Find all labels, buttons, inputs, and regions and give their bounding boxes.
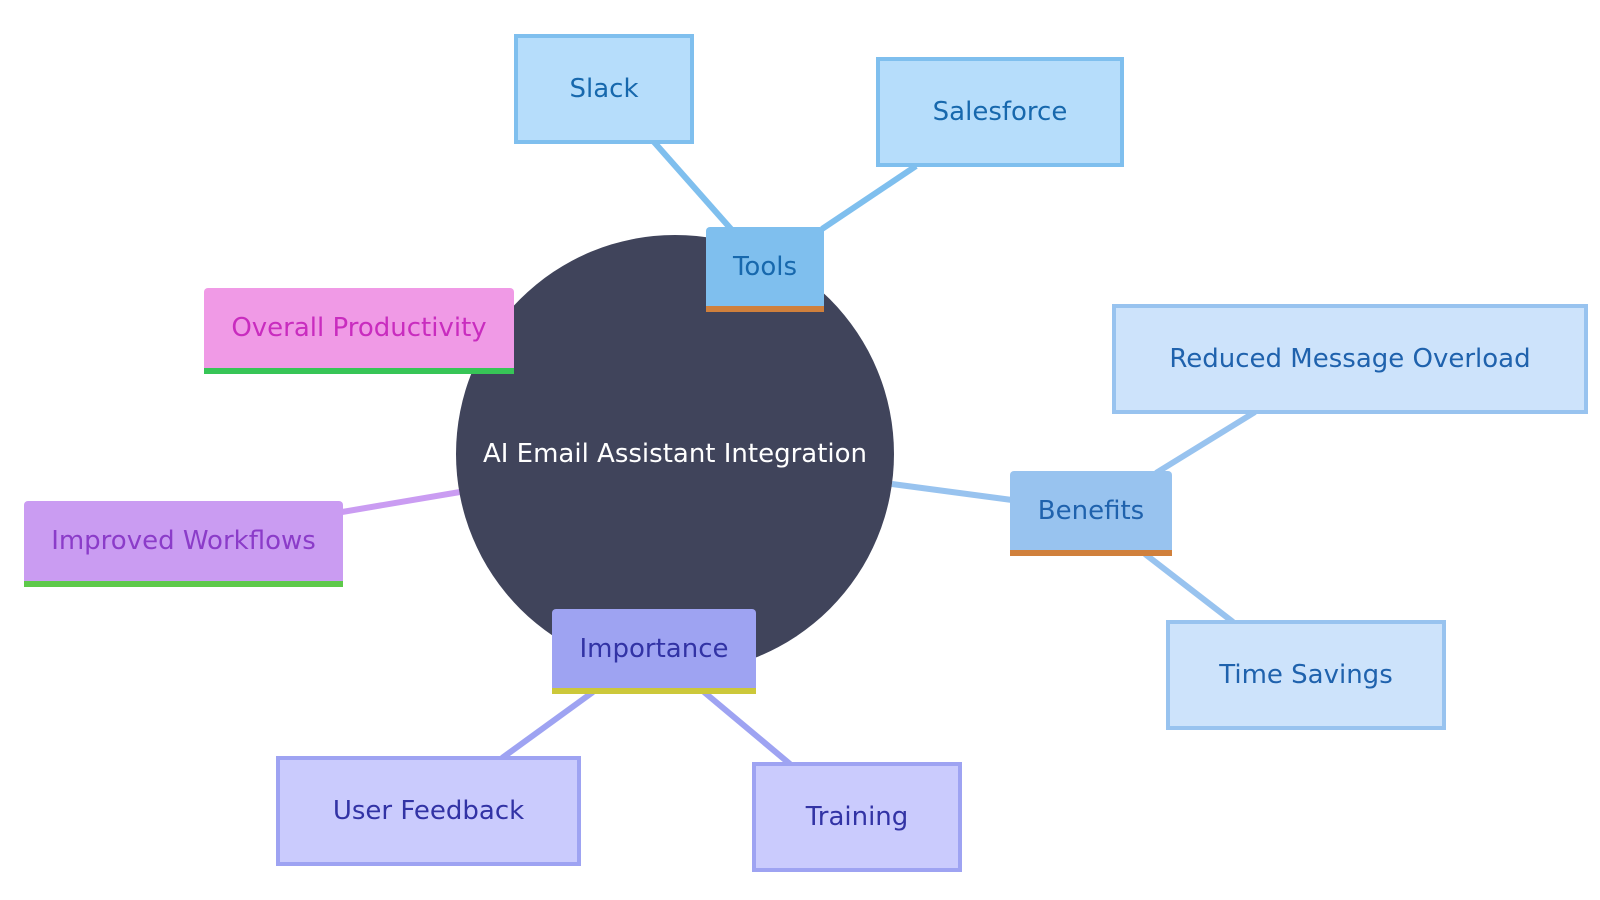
connector-importance-feedback — [500, 689, 595, 761]
node-salesforce-label: Salesforce — [932, 97, 1068, 127]
node-overall-productivity-label: Overall Productivity — [231, 313, 487, 343]
node-tools[interactable]: Tools — [706, 227, 824, 312]
node-salesforce[interactable]: Salesforce — [876, 57, 1124, 167]
connector-center-benefits — [891, 481, 1013, 503]
node-improved-workflows[interactable]: Improved Workflows — [24, 501, 343, 587]
node-training[interactable]: Training — [752, 762, 962, 872]
connector-benefits-time — [1143, 551, 1235, 625]
node-time-savings-label: Time Savings — [1219, 660, 1393, 690]
node-slack[interactable]: Slack — [514, 34, 694, 144]
node-overall-productivity[interactable]: Overall Productivity — [204, 288, 514, 374]
connector-center-workflows — [341, 489, 461, 515]
connector-importance-training — [702, 689, 792, 767]
node-tools-label: Tools — [732, 251, 798, 282]
node-reduced-message-overload-label: Reduced Message Overload — [1169, 344, 1531, 374]
connector-benefits-reduced — [1154, 409, 1257, 476]
node-time-savings[interactable]: Time Savings — [1166, 620, 1446, 730]
connector-tools-salesforce — [820, 163, 918, 232]
node-user-feedback-label: User Feedback — [332, 796, 525, 826]
node-importance-label: Importance — [579, 633, 729, 664]
node-reduced-message-overload[interactable]: Reduced Message Overload — [1112, 304, 1588, 414]
center-node-label: AI Email Assistant Integration — [482, 439, 868, 469]
node-importance[interactable]: Importance — [552, 609, 756, 694]
center-node[interactable]: AI Email Assistant Integration — [456, 235, 894, 673]
node-training-label: Training — [805, 802, 909, 832]
node-user-feedback[interactable]: User Feedback — [276, 756, 581, 866]
node-improved-workflows-label: Improved Workflows — [51, 526, 316, 556]
node-benefits-label: Benefits — [1037, 495, 1145, 526]
connector-tools-slack — [651, 140, 734, 231]
node-slack-label: Slack — [569, 74, 639, 104]
node-benefits[interactable]: Benefits — [1010, 471, 1172, 556]
